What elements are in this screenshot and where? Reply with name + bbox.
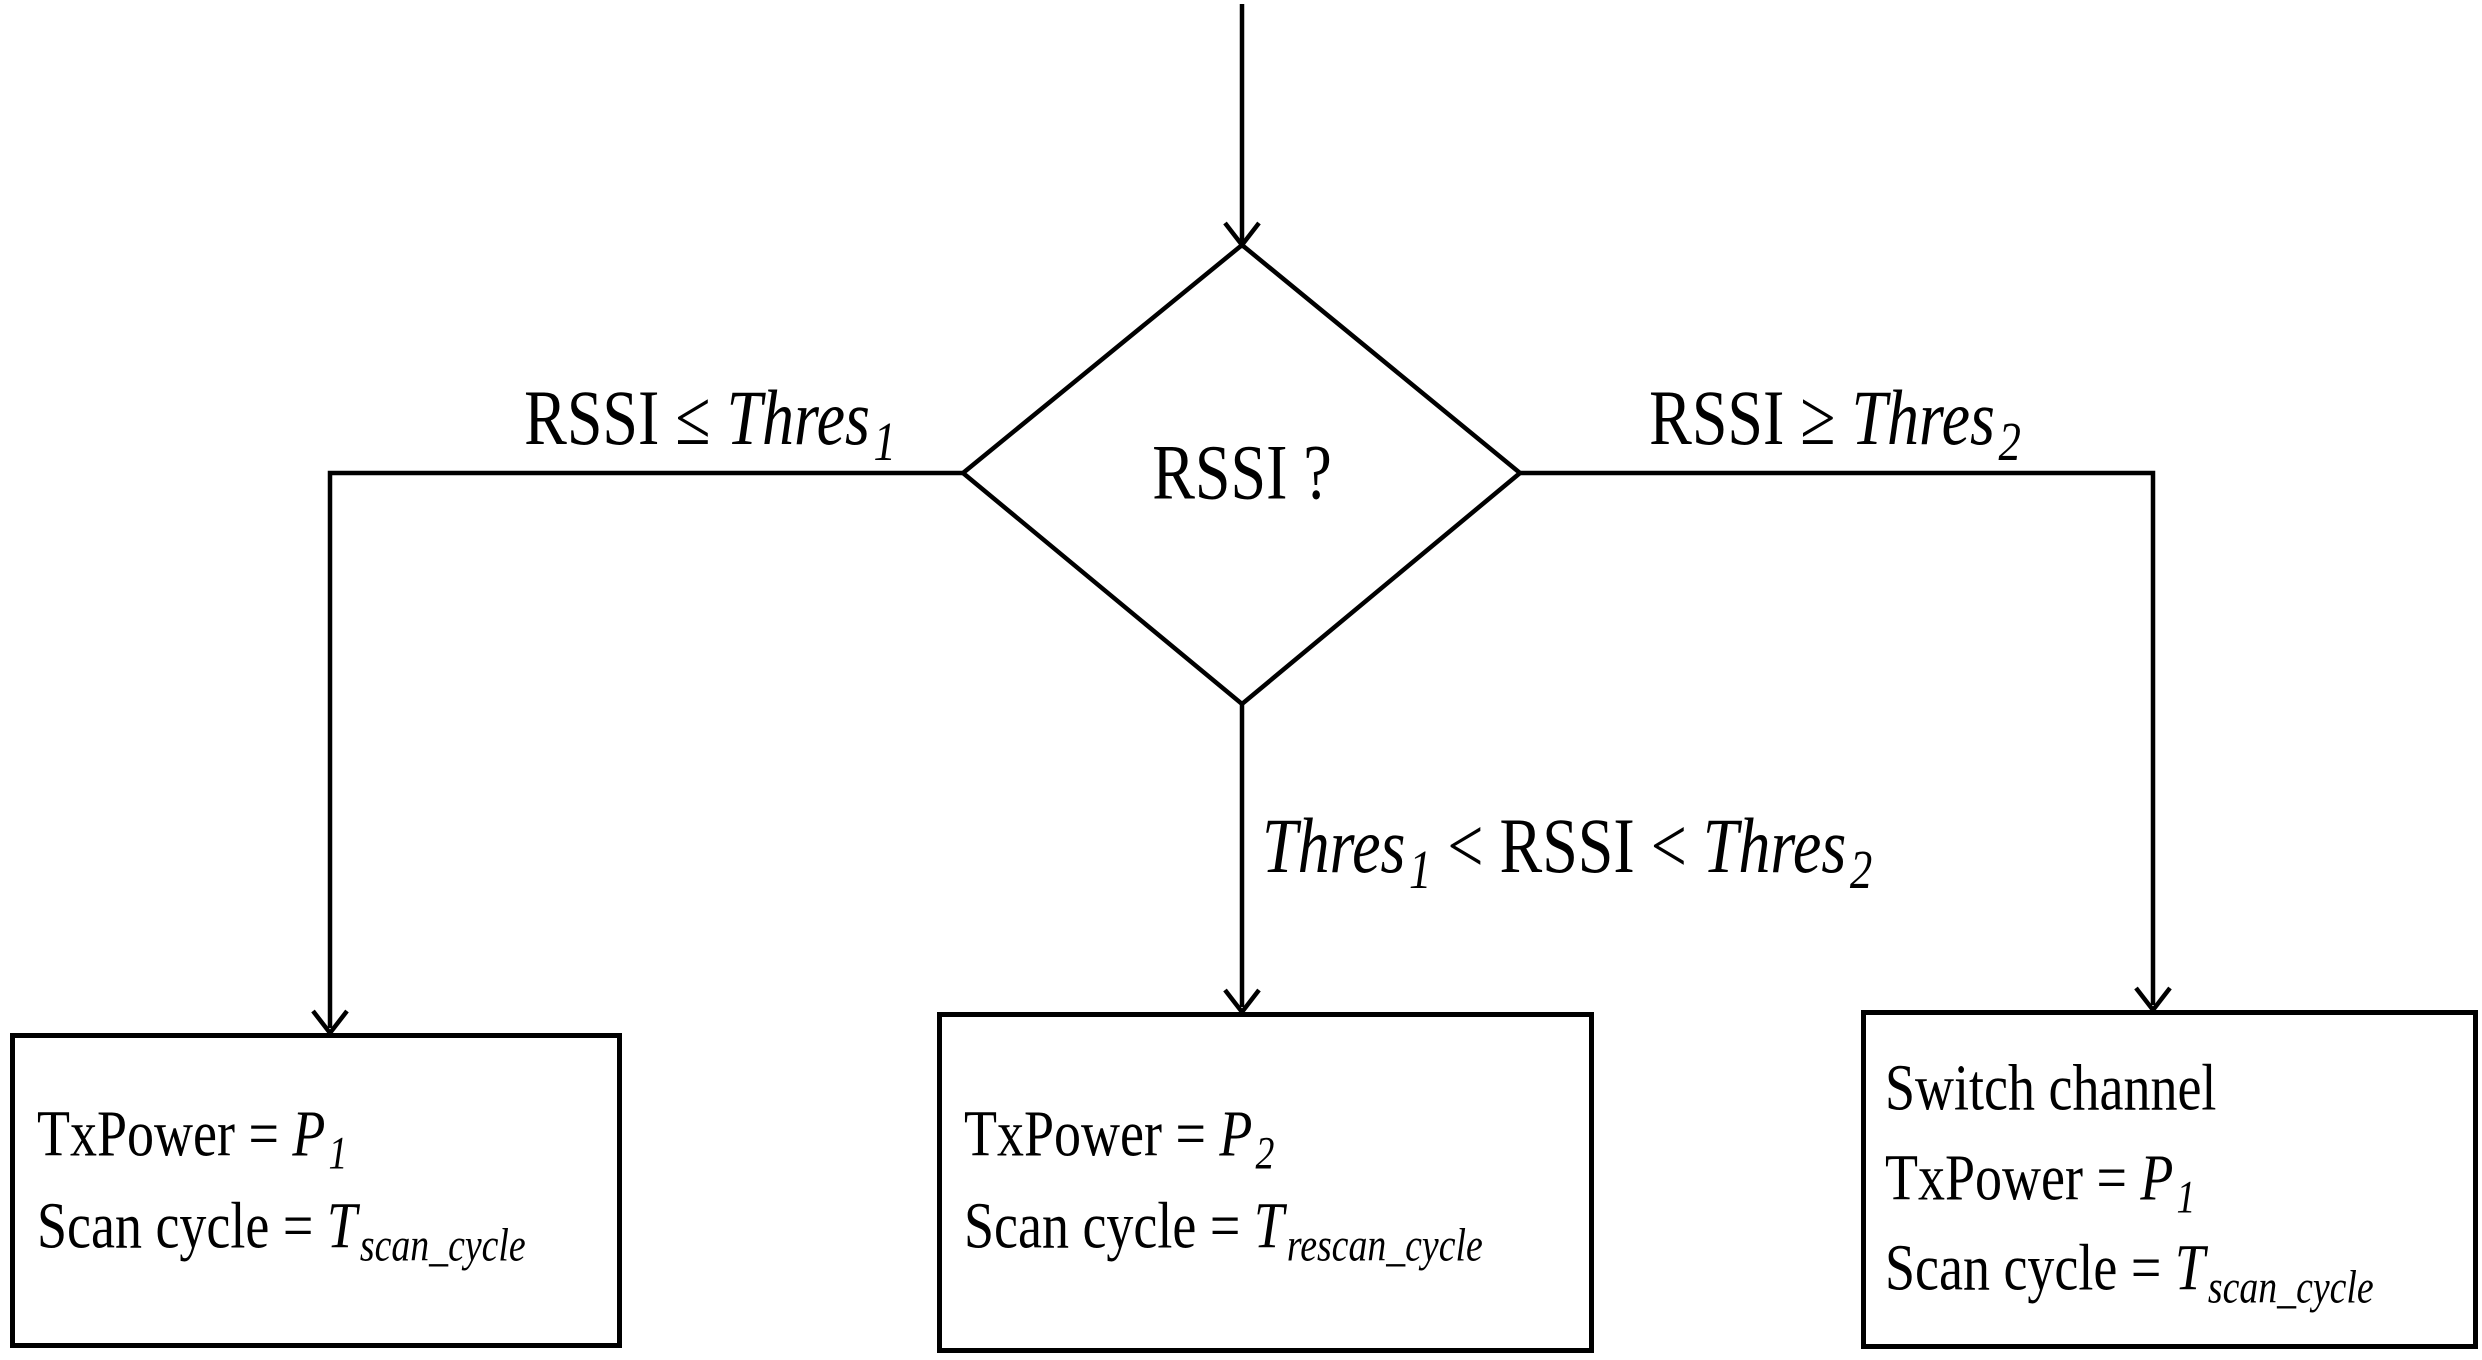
line-text: TxPower =: [1885, 1140, 2141, 1214]
box-line: TxPower = P2: [942, 1088, 1589, 1180]
condition-text: RSSI ≤: [524, 374, 727, 462]
condition-variable-1: Thres: [1262, 802, 1406, 890]
line-variable: P: [292, 1096, 326, 1170]
line-subscript: rescan_cycle: [1286, 1220, 1483, 1273]
line-variable: P: [1219, 1096, 1253, 1170]
condition-text: < RSSI <: [1431, 802, 1703, 890]
line-subscript: scan_cycle: [2207, 1262, 2374, 1315]
condition-variable: Thres: [1851, 374, 1995, 462]
condition-subscript-1: 1: [1409, 839, 1432, 901]
right-branch-line: [1520, 470, 2156, 1005]
right-branch-condition: RSSI ≥ Thres2: [1555, 373, 2115, 472]
condition-variable: Thres: [726, 374, 870, 462]
line-subscript: scan_cycle: [359, 1220, 526, 1273]
left-branch-line: [327, 470, 963, 1028]
decision-text: RSSI ?: [1152, 429, 1332, 516]
box-line: TxPower = P1: [15, 1088, 617, 1180]
condition-subscript-2: 2: [1849, 839, 1873, 901]
box-line: TxPower = P1: [1866, 1133, 2473, 1225]
box-line: Switch channel: [1866, 1043, 2473, 1133]
line-variable: T: [326, 1188, 357, 1262]
process-box-mid-rssi: TxPower = P2 Scan cycle = Trescan_cycle: [937, 1012, 1594, 1353]
condition-variable-2: Thres: [1702, 802, 1847, 890]
box-line: Scan cycle = Trescan_cycle: [942, 1180, 1589, 1272]
left-branch-condition: RSSI ≤ Thres1: [430, 373, 990, 472]
line-text: TxPower =: [964, 1096, 1220, 1170]
condition-subscript: 2: [1998, 411, 2021, 473]
process-box-high-rssi: Switch channel TxPower = P1 Scan cycle =…: [1861, 1010, 2478, 1349]
decision-label: RSSI ?: [962, 427, 1522, 519]
condition-text: RSSI ≥: [1649, 374, 1852, 462]
line-text: Switch channel: [1885, 1050, 2217, 1124]
line-text: Scan cycle =: [964, 1188, 1254, 1262]
box-line: Scan cycle = Tscan_cycle: [15, 1180, 617, 1272]
line-text: Scan cycle =: [1885, 1230, 2175, 1304]
line-variable: P: [2140, 1140, 2174, 1214]
box-line: Scan cycle = Tscan_cycle: [1866, 1223, 2473, 1315]
middle-branch-condition: Thres1 < RSSI < Thres2: [1262, 801, 1962, 900]
process-box-low-rssi: TxPower = P1 Scan cycle = Tscan_cycle: [10, 1033, 622, 1348]
condition-subscript: 1: [873, 411, 896, 473]
line-subscript: 2: [1255, 1128, 1275, 1181]
line-text: Scan cycle =: [37, 1188, 327, 1262]
line-variable: T: [1253, 1188, 1284, 1262]
line-subscript: 1: [2176, 1172, 2196, 1225]
line-variable: T: [2174, 1230, 2205, 1304]
line-subscript: 1: [328, 1128, 348, 1181]
line-text: TxPower =: [37, 1096, 293, 1170]
